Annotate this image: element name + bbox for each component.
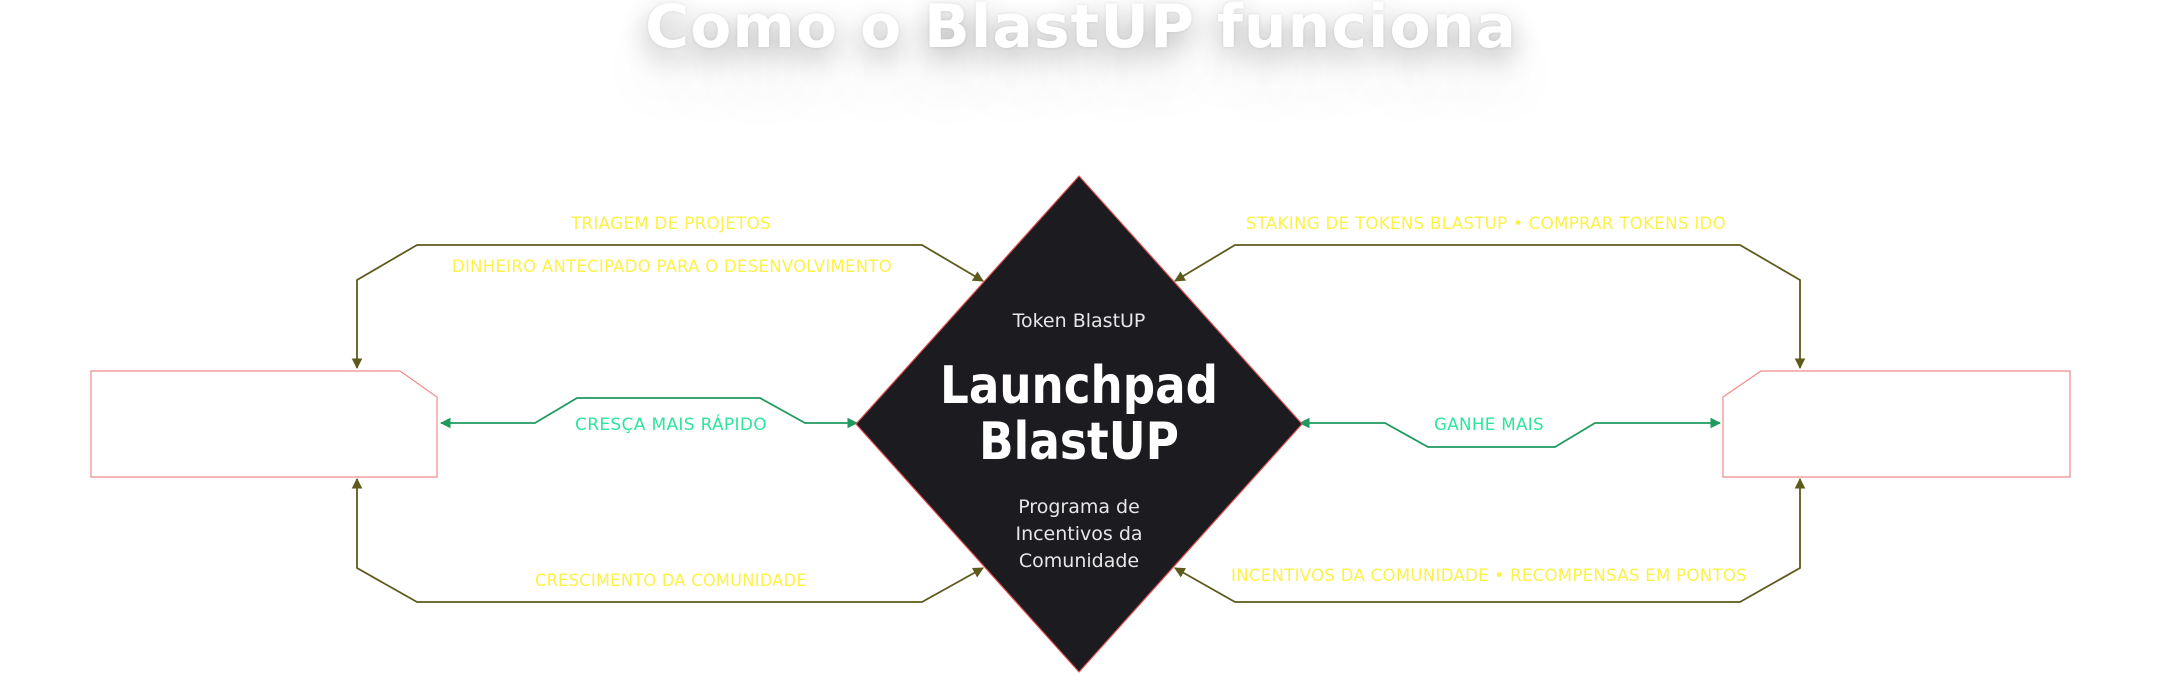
connector-top-right: [1174, 244, 1806, 370]
center-token-label: Token BlastUP: [1012, 310, 1146, 332]
label-crescimento: CRESCIMENTO DA COMUNIDADE: [535, 571, 807, 591]
label-ganhe: GANHE MAIS: [1434, 415, 1544, 435]
connector-bottom-right: [1174, 477, 1806, 603]
center-diamond: [855, 175, 1303, 673]
connector-middle-right: [1298, 417, 1722, 448]
connector-bottom-left: [351, 477, 984, 603]
connector-top-left: [351, 244, 984, 370]
connector-middle-left: [439, 397, 859, 429]
left-box: [90, 370, 438, 478]
center-name-line1: Launchpad: [940, 356, 1218, 416]
center-name-line2: BlastUP: [979, 412, 1179, 472]
label-staking: STAKING DE TOKENS BLASTUP • COMPRAR TOKE…: [1246, 214, 1726, 234]
label-incentivos: INCENTIVOS DA COMUNIDADE • RECOMPENSAS E…: [1231, 566, 1747, 586]
label-dinheiro: DINHEIRO ANTECIPADO PARA O DESENVOLVIMEN…: [452, 257, 892, 277]
label-triagem: TRIAGEM DE PROJETOS: [570, 214, 771, 234]
center-sub-line3: Comunidade: [1019, 550, 1139, 572]
center-sub-line2: Incentivos da: [1015, 523, 1142, 545]
label-cresca: CRESÇA MAIS RÁPIDO: [575, 413, 767, 435]
right-box: [1722, 370, 2071, 478]
center-sub-line1: Programa de: [1018, 496, 1140, 518]
page-title: Como o BlastUP funciona: [645, 0, 1517, 62]
